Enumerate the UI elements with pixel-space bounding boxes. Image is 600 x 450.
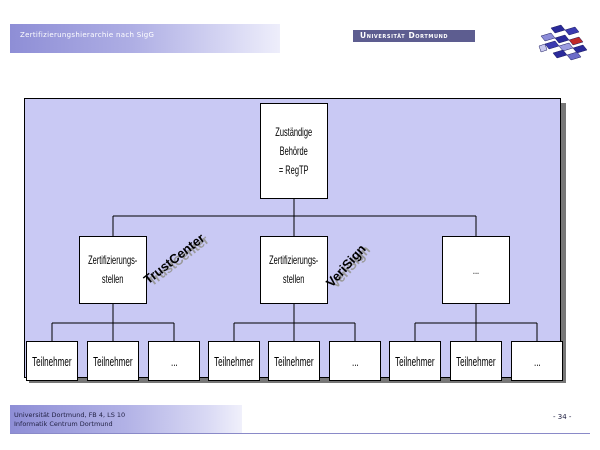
leaf-participant: Teilnehmer xyxy=(208,341,260,381)
leaf-label: Teilnehmer xyxy=(93,353,133,369)
leaf-ellipsis: ... xyxy=(329,341,381,381)
node-cert-authority-3-label: ... xyxy=(472,262,480,277)
leaf-participant: Teilnehmer xyxy=(26,341,78,381)
leaf-participant: Teilnehmer xyxy=(450,341,502,381)
node-root-label: Zuständige Behörde = RegTP xyxy=(275,124,313,177)
leaf-label: Teilnehmer xyxy=(214,353,254,369)
leaf-label: Teilnehmer xyxy=(456,353,496,369)
leaf-ellipsis: ... xyxy=(148,341,200,381)
header-banner xyxy=(10,24,280,53)
leaf-ellipsis: ... xyxy=(511,341,563,381)
leaf-label: ... xyxy=(351,353,359,369)
university-cube-logo-icon xyxy=(538,24,588,61)
page-number: - 34 - xyxy=(553,413,572,421)
node-cert-authority-3: ... xyxy=(442,236,510,304)
university-bar xyxy=(353,30,475,42)
leaf-label: Teilnehmer xyxy=(32,353,72,369)
node-cert-authority-1-label: Zertifizierungs- stellen xyxy=(88,253,138,286)
leaf-label: Teilnehmer xyxy=(274,353,314,369)
node-root-authority: Zuständige Behörde = RegTP xyxy=(260,103,328,199)
university-name: Universität Dortmund xyxy=(360,31,449,40)
footer-institution: Universität Dortmund, FB 4, LS 10 xyxy=(14,411,126,419)
leaf-participant: Teilnehmer xyxy=(268,341,320,381)
leaf-label: Teilnehmer xyxy=(395,353,435,369)
leaf-participant: Teilnehmer xyxy=(87,341,139,381)
footer-banner xyxy=(10,405,242,433)
slide-title: Zertifizierungshierarchie nach SigG xyxy=(20,31,155,39)
leaf-label: ... xyxy=(533,353,541,369)
node-cert-authority-2-label: Zertifizierungs- stellen xyxy=(269,253,319,286)
node-cert-authority-1: Zertifizierungs- stellen xyxy=(79,236,147,304)
leaf-participant: Teilnehmer xyxy=(389,341,441,381)
leaf-label: ... xyxy=(170,353,178,369)
footer-divider xyxy=(10,433,590,434)
footer-department: Informatik Centrum Dortmund xyxy=(14,420,113,428)
node-cert-authority-2: Zertifizierungs- stellen xyxy=(260,236,328,304)
